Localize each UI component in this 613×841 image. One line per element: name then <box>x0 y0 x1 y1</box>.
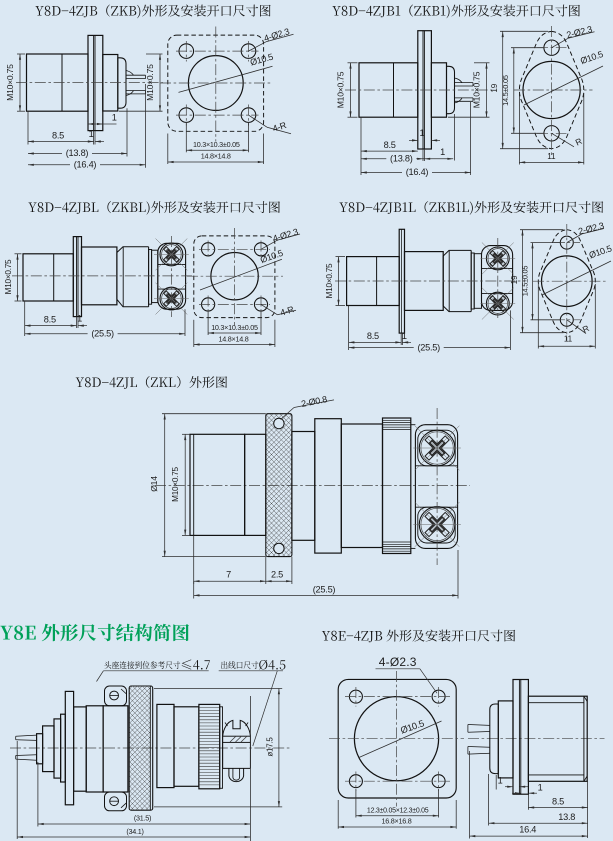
svg-text:R: R <box>581 323 591 335</box>
svg-text:10.3×10.3±0.05: 10.3×10.3±0.05 <box>211 323 258 332</box>
svg-text:1: 1 <box>419 128 424 138</box>
svg-text:4-Ø2.3: 4-Ø2.3 <box>379 655 417 669</box>
svg-text:1: 1 <box>89 129 94 139</box>
svg-text:1: 1 <box>112 113 117 123</box>
svg-text:1: 1 <box>402 331 407 341</box>
svg-text:M10×0.75: M10×0.75 <box>5 64 15 101</box>
svg-text:2-Ø0.8: 2-Ø0.8 <box>300 394 328 409</box>
svg-text:M10×0.75: M10×0.75 <box>336 71 346 108</box>
svg-text:1: 1 <box>77 313 82 323</box>
svg-text:8.5: 8.5 <box>44 314 56 324</box>
svg-text:M10×0.75: M10×0.75 <box>471 71 481 108</box>
svg-text:16.4: 16.4 <box>519 825 536 835</box>
svg-text:M10×0.75: M10×0.75 <box>4 259 13 294</box>
svg-text:(16.4): (16.4) <box>74 160 97 170</box>
svg-text:8.5: 8.5 <box>552 796 564 806</box>
svg-text:1: 1 <box>498 775 503 785</box>
svg-text:M10×0.75: M10×0.75 <box>171 466 180 501</box>
svg-text:12.3±0.05×12.3±0.05: 12.3±0.05×12.3±0.05 <box>367 807 429 814</box>
svg-text:14.5±0.05: 14.5±0.05 <box>521 266 530 297</box>
svg-text:13.8: 13.8 <box>558 812 575 822</box>
svg-text:M10×0.75: M10×0.75 <box>145 64 155 101</box>
svg-text:7: 7 <box>226 570 231 580</box>
svg-text:8.5: 8.5 <box>52 130 64 140</box>
svg-text:8.5: 8.5 <box>367 331 379 341</box>
svg-text:ø17.5: ø17.5 <box>266 737 275 757</box>
svg-text:19: 19 <box>510 275 519 284</box>
svg-text:(13.8): (13.8) <box>66 148 89 158</box>
svg-text:(34.1): (34.1) <box>126 827 143 836</box>
svg-text:1: 1 <box>538 782 543 792</box>
svg-text:(31.5): (31.5) <box>134 814 151 823</box>
svg-text:(25.5): (25.5) <box>91 329 114 339</box>
svg-text:M10×0.75: M10×0.75 <box>325 263 334 298</box>
svg-text:(13.8): (13.8) <box>390 154 413 164</box>
svg-text:8.5: 8.5 <box>384 140 396 150</box>
svg-text:(25.5): (25.5) <box>313 585 336 595</box>
svg-text:11: 11 <box>564 334 573 343</box>
svg-text:(25.5): (25.5) <box>417 342 440 352</box>
svg-text:14.8×14.8: 14.8×14.8 <box>219 334 249 343</box>
svg-text:1: 1 <box>440 147 445 157</box>
svg-text:Ø14: Ø14 <box>149 476 159 492</box>
svg-text:4-R: 4-R <box>279 304 296 318</box>
svg-text:14.5±0.05: 14.5±0.05 <box>501 75 510 106</box>
svg-text:(16.4): (16.4) <box>406 167 429 177</box>
svg-text:2.5: 2.5 <box>271 570 283 580</box>
svg-text:19: 19 <box>490 83 499 92</box>
svg-text:4-R: 4-R <box>271 120 288 134</box>
svg-text:R: R <box>574 136 584 148</box>
svg-text:14.8×14.8: 14.8×14.8 <box>201 152 231 161</box>
svg-text:11: 11 <box>547 152 556 161</box>
svg-text:10.3×10.3±0.05: 10.3×10.3±0.05 <box>193 140 240 149</box>
svg-text:16.8×16.8: 16.8×16.8 <box>382 817 412 826</box>
